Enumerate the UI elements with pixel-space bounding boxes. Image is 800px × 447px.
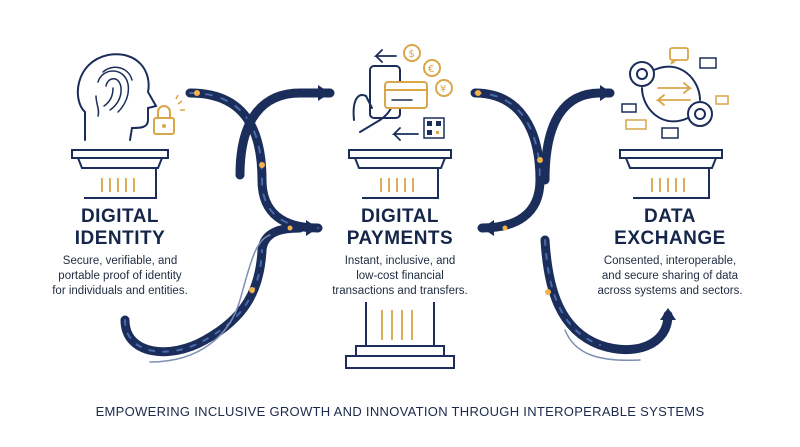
desc-line: low-cost financial — [356, 270, 444, 282]
arrow-head-icon — [306, 220, 318, 236]
desc-line: Instant, inclusive, and — [344, 255, 456, 267]
arrow-head-icon — [482, 220, 494, 236]
arrow-head-icon — [318, 85, 330, 101]
title-line: PAYMENTS — [346, 228, 454, 249]
flow-line — [470, 88, 545, 233]
arrow-head-icon — [600, 85, 612, 101]
desc-line: for individuals and entities. — [52, 285, 188, 297]
desc-line: and secure sharing of data — [601, 270, 739, 282]
pillar-desc-identity: Secure, verifiable, and portable proof o… — [20, 254, 220, 299]
pillar-desc-data-exchange: Consented, interoperable, and secure sha… — [575, 254, 765, 299]
flow-line — [149, 234, 271, 363]
flow-line — [540, 88, 615, 185]
flow-line — [235, 88, 335, 180]
desc-line: Consented, interoperable, — [603, 255, 737, 267]
footer-tagline: EMPOWERING INCLUSIVE GROWTH AND INNOVATI… — [95, 404, 705, 419]
title-line: EXCHANGE — [614, 228, 726, 249]
pillar-title-data-exchange: DATA EXCHANGE — [595, 206, 745, 250]
pillar-shaft-payments — [345, 302, 455, 369]
payments-icon: $ € ¥ — [352, 44, 453, 141]
title-line: IDENTITY — [74, 228, 166, 249]
svg-text:€: € — [428, 64, 434, 75]
flow-line — [564, 329, 641, 362]
identity-icon — [76, 53, 158, 141]
pillar-capital-payments — [348, 149, 452, 199]
flow-connector-right — [470, 85, 676, 362]
padlock-icon — [153, 94, 185, 135]
pillar-title-identity: DIGITAL IDENTITY — [50, 206, 190, 250]
data-exchange-icon — [621, 47, 729, 139]
pillar-capital-identity — [71, 149, 169, 199]
arrow-head-icon — [660, 308, 676, 320]
pillar-title-payments: DIGITAL PAYMENTS — [320, 206, 480, 250]
desc-line: transactions and transfers. — [332, 285, 468, 297]
desc-line: across systems and sectors. — [597, 285, 743, 297]
flow-connector-left — [120, 85, 335, 363]
svg-text:¥: ¥ — [440, 84, 446, 95]
pillar-capital-data-exchange — [619, 149, 723, 199]
title-line: DIGITAL — [360, 206, 440, 227]
svg-text:$: $ — [409, 49, 415, 60]
title-line: DIGITAL — [80, 206, 160, 227]
pillar-desc-payments: Instant, inclusive, and low-cost financi… — [300, 254, 500, 299]
desc-line: Secure, verifiable, and — [62, 255, 178, 267]
title-line: DATA — [644, 206, 696, 227]
desc-line: portable proof of identity — [58, 270, 182, 282]
